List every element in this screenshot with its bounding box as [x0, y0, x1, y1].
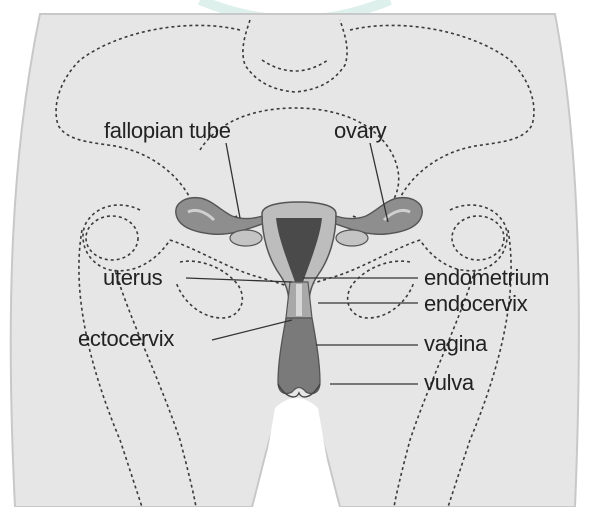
label-vagina: vagina [424, 331, 488, 356]
label-endometrium: endometrium [424, 265, 549, 290]
label-ectocervix: ectocervix [78, 326, 174, 351]
endocervix-canal [296, 284, 302, 316]
left-ovary [230, 230, 262, 246]
label-endocervix: endocervix [424, 291, 528, 316]
vagina-organ [278, 318, 320, 394]
label-fallopian-tube: fallopian tube [104, 118, 231, 143]
label-uterus: uterus [103, 265, 163, 290]
right-ovary [336, 230, 368, 246]
label-ovary: ovary [334, 118, 387, 143]
label-vulva: vulva [424, 370, 475, 395]
